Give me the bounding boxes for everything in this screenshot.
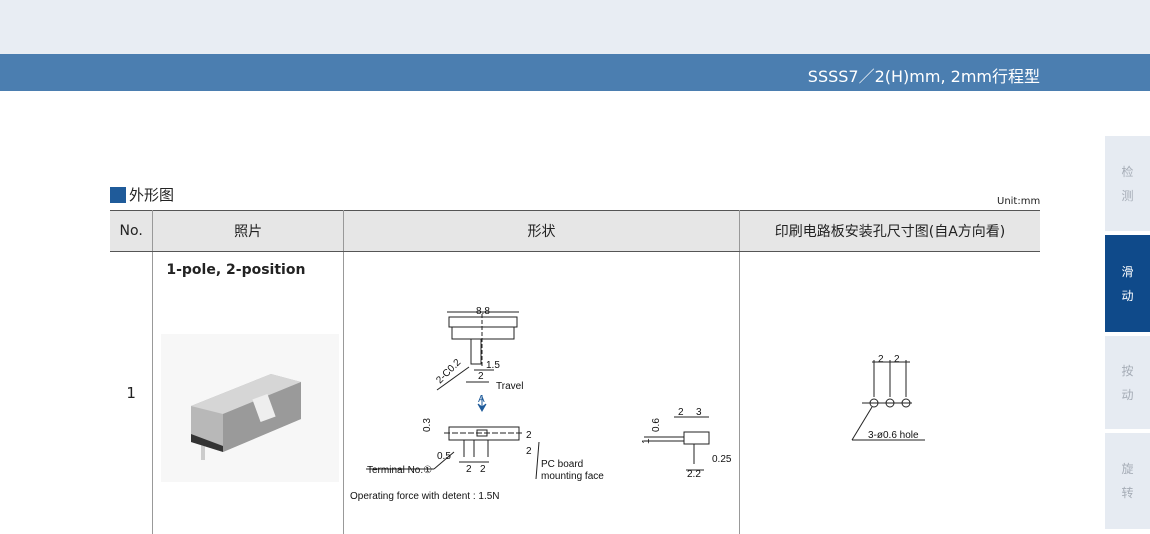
- tab-char: 动: [1121, 284, 1133, 308]
- title-bar: SSSS7／2(H)mm, 2mm行程型: [0, 54, 1150, 91]
- col-no: No.: [110, 211, 153, 252]
- tab-char: 滑: [1121, 260, 1133, 284]
- dim-width: 8.8: [476, 306, 490, 317]
- col-pcb: 印刷电路板安装孔尺寸图(自A方向看): [740, 211, 1041, 252]
- side-tab-detect[interactable]: 检测: [1105, 136, 1150, 231]
- terminal-label: Terminal No.①: [367, 465, 432, 476]
- dim-0-5: 0.5: [437, 451, 451, 462]
- spec-table: No. 照片 形状 印刷电路板安装孔尺寸图(自A方向看) 1 1-pole, 2…: [110, 210, 1040, 534]
- dim-1-5: 1.5: [486, 360, 500, 371]
- top-band: [0, 0, 1150, 54]
- hole-pitch-2: 2: [894, 354, 900, 365]
- hole-pitch-1: 2: [878, 354, 884, 365]
- photo-cell: 1-pole, 2-position: [153, 252, 344, 534]
- side-dim-3: 3: [696, 407, 702, 418]
- tab-char: 旋: [1121, 457, 1133, 481]
- mounting-face-label: mounting face: [541, 471, 604, 482]
- hole-label: 3-ø0.6 hole: [868, 430, 919, 441]
- dim-0-3: 0.3: [422, 418, 433, 432]
- side-tab-slide[interactable]: 滑动: [1105, 235, 1150, 332]
- side-dim-1: 1: [641, 438, 652, 444]
- travel-label: Travel: [496, 381, 523, 392]
- arrow-a-label: A: [478, 394, 485, 405]
- dimension-drawing: 8.8 2-C0.2 1.5 2 Travel A 0.3 2 2 0.5 Te…: [344, 252, 739, 530]
- side-dim-0-6: 0.6: [651, 418, 662, 432]
- section-header: 外形图: [110, 184, 174, 205]
- pitch-1: 2: [466, 464, 472, 475]
- section-title: 外形图: [129, 184, 174, 205]
- pcb-hole-cell: 2 2 3-ø0.6 hole: [740, 252, 1041, 534]
- side-dim-2: 2: [678, 407, 684, 418]
- row-no: 1: [110, 252, 153, 534]
- side-dim-0-25: 0.25: [712, 454, 732, 465]
- unit-label: Unit:mm: [997, 196, 1040, 207]
- hole-drawing: 2 2 3-ø0.6 hole: [740, 252, 1040, 530]
- operating-force: Operating force with detent : 1.5N: [350, 491, 500, 502]
- page-title: SSSS7／2(H)mm, 2mm行程型: [808, 63, 1040, 87]
- pitch-2: 2: [480, 464, 486, 475]
- col-shape: 形状: [343, 211, 739, 252]
- side-dim-2-2: 2.2: [687, 469, 701, 480]
- tab-char: 按: [1121, 359, 1133, 383]
- dim-2a: 2: [526, 430, 532, 441]
- product-photo: [161, 334, 339, 482]
- photo-title: 1-pole, 2-position: [166, 262, 305, 278]
- side-tab-push[interactable]: 按动: [1105, 336, 1150, 429]
- side-tab-rotary[interactable]: 旋转: [1105, 433, 1150, 529]
- tab-char: 动: [1121, 383, 1133, 407]
- table-row: 1 1-pole, 2-position 8.8 2-C0.2 1.5 2 Tr…: [110, 252, 1040, 534]
- table-header: No. 照片 形状 印刷电路板安装孔尺寸图(自A方向看): [110, 211, 1040, 252]
- pc-board-label: PC board: [541, 459, 583, 470]
- dim-travel: 2: [478, 371, 484, 382]
- col-photo: 照片: [153, 211, 344, 252]
- shape-drawing-cell: 8.8 2-C0.2 1.5 2 Travel A 0.3 2 2 0.5 Te…: [343, 252, 739, 534]
- tab-char: 转: [1121, 481, 1133, 505]
- square-bullet-icon: [110, 187, 126, 203]
- tab-char: 检: [1121, 160, 1133, 184]
- dim-2b: 2: [526, 446, 532, 457]
- tab-char: 测: [1121, 184, 1133, 208]
